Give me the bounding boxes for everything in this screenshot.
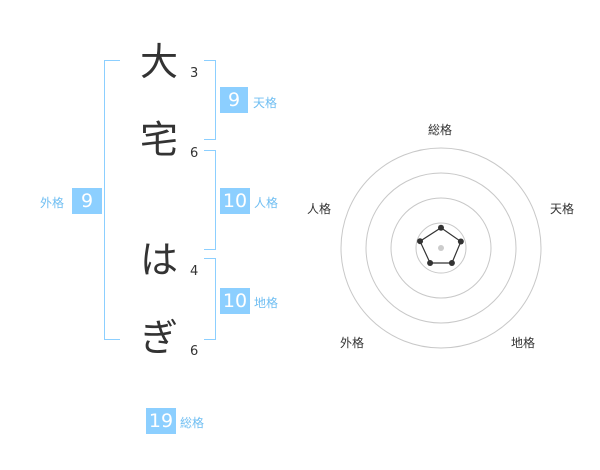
tenkaku-label: 天格 (253, 96, 278, 110)
chikaku-badge: 10 (220, 288, 250, 314)
name-char-4: ぎ (139, 316, 178, 360)
stroke-count-4: 6 (190, 344, 199, 359)
radar-axis-label-gaikaku: 外格 (340, 336, 365, 350)
radar-ring (415, 222, 467, 274)
soukaku-label: 総格 (180, 416, 205, 430)
radar-polygon (419, 226, 462, 264)
radar-axis-label-tenkaku: 天格 (550, 202, 575, 216)
name-char-2: 宅 (139, 118, 178, 162)
stroke-count-2: 6 (190, 146, 199, 161)
radar-center-dot (438, 245, 444, 251)
radar-axis-label-soukaku: 総格 (428, 123, 453, 137)
name-char-3: は (139, 238, 178, 282)
stroke-count-3: 4 (190, 264, 199, 279)
chikaku-label: 地格 (254, 296, 279, 310)
radar-point-3 (448, 260, 455, 267)
chikaku-bracket (204, 258, 216, 340)
radar-ring (340, 147, 542, 349)
radar-point-4 (427, 260, 434, 267)
tenkaku-badge: 9 (220, 87, 248, 113)
radar-point-2 (457, 238, 464, 245)
gaikaku-label: 外格 (40, 196, 65, 210)
radar-point-5 (417, 238, 424, 245)
tenkaku-bracket (204, 60, 216, 140)
jinkaku-badge: 10 (220, 188, 250, 214)
radar-ring (365, 172, 517, 324)
stroke-count-1: 3 (190, 66, 199, 81)
radar-axis-label-jinkaku: 人格 (307, 202, 332, 216)
soukaku-badge: 19 (146, 408, 176, 434)
radar-ring (390, 197, 492, 299)
radar-point-1 (438, 224, 444, 231)
gaikaku-badge: 9 (72, 188, 102, 214)
jinkaku-bracket (204, 150, 216, 250)
radar-axis-label-chikaku: 地格 (511, 336, 536, 350)
gaikaku-bracket (104, 60, 120, 340)
jinkaku-label: 人格 (254, 196, 279, 210)
name-char-1: 大 (139, 40, 178, 84)
